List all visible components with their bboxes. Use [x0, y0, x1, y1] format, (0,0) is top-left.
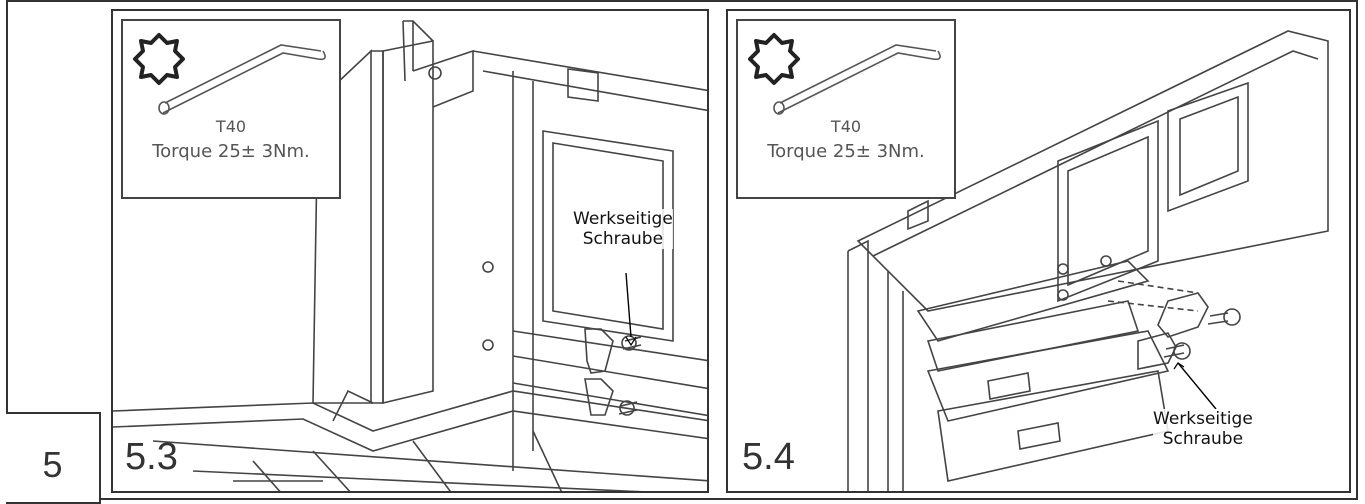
hex-key-icon — [158, 44, 326, 115]
torx-icon — [748, 33, 800, 85]
substep-label: 5.4 — [742, 436, 795, 478]
torque-spec: Torque 25± 3Nm. — [152, 141, 310, 162]
torx-icon — [133, 33, 185, 85]
step-number-box: 5 — [6, 412, 101, 504]
panel-5-4: T40 Torque 25± 3Nm. Werkseitige Schraube… — [726, 9, 1351, 493]
panel-5-3: T40 Torque 25± 3Nm. Werkseitige Schraube… — [111, 9, 709, 493]
tool-name: T40 — [215, 117, 247, 136]
torque-spec: Torque 25± 3Nm. — [767, 141, 925, 162]
factory-screw-callout: Werkseitige Schraube — [573, 209, 673, 249]
callout-line-1: Werkseitige — [1153, 409, 1253, 429]
tool-spec-box: T40 Torque 25± 3Nm. — [736, 19, 956, 199]
callout-line-1: Werkseitige — [573, 209, 673, 229]
instruction-frame — [6, 0, 1358, 500]
step-number: 5 — [42, 444, 63, 485]
tailgate-hinge-illustration — [113, 20, 707, 491]
hex-key-icon — [773, 44, 941, 115]
tool-name: T40 — [830, 117, 862, 136]
substep-label: 5.3 — [125, 436, 178, 478]
callout-line-2: Schraube — [582, 229, 664, 249]
tailgate-bracket-illustration — [847, 30, 1329, 491]
factory-screw-callout: Werkseitige Schraube — [1153, 409, 1253, 449]
callout-line-2: Schraube — [1162, 429, 1244, 449]
tool-spec-box: T40 Torque 25± 3Nm. — [121, 19, 341, 199]
